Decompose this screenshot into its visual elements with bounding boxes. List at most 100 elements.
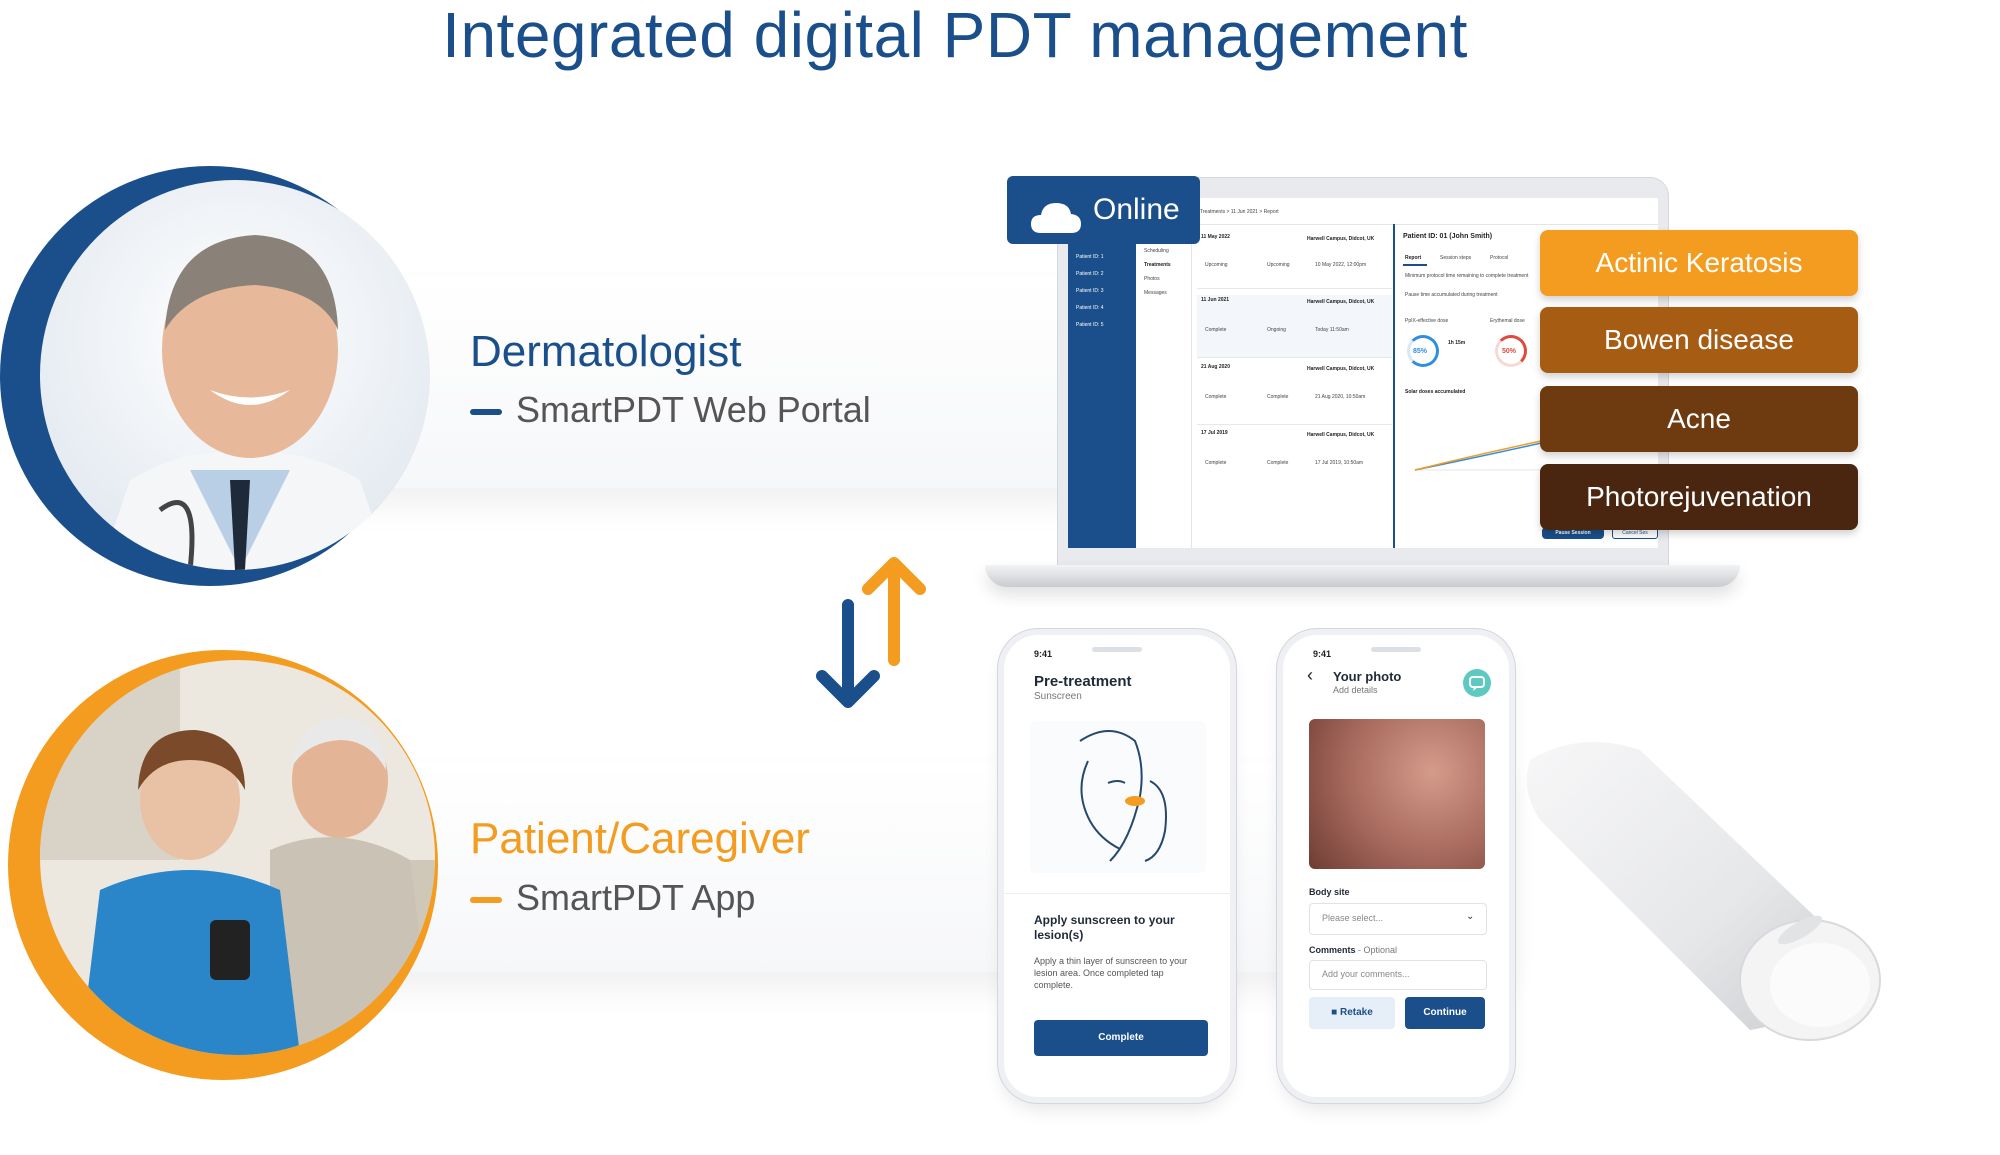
report-tab-underline	[1403, 264, 1427, 266]
report-tab-protocol[interactable]: Protocol	[1490, 255, 1509, 261]
session-site: Harwell Campus, Didcot, UK	[1307, 366, 1375, 372]
session-site: Harwell Campus, Didcot, UK	[1307, 299, 1375, 305]
session-status: Complete	[1205, 327, 1227, 333]
portal-breadcrumb[interactable]: Treatments > 11 Jun 2021 > Report	[1200, 209, 1279, 215]
session-when: 21 Aug 2020, 10:50am	[1315, 394, 1366, 400]
solar-chart-title: Solar doses accumulated	[1405, 389, 1466, 395]
session-status: Complete	[1205, 394, 1227, 400]
ppix-value: 85%	[1413, 348, 1428, 355]
dermatologist-role: Dermatologist	[470, 327, 742, 376]
sync-arrows-icon	[808, 545, 933, 720]
chat-icon[interactable]	[1463, 669, 1491, 697]
erythemal-gauge	[1495, 335, 1527, 367]
session-date: 21 Aug 2020	[1201, 364, 1230, 370]
body-site-select[interactable]: Please select... ⌄	[1309, 903, 1487, 935]
complete-button[interactable]: Complete	[1034, 1020, 1208, 1056]
tag-bowen-disease: Bowen disease	[1540, 307, 1858, 373]
report-line-1: Minimum protocol time remaining to compl…	[1405, 273, 1529, 279]
portal-detail-divider	[1393, 224, 1395, 548]
phone-pre-treatment: 9:41 Pre-treatment Sunscreen Apply sunsc…	[1004, 635, 1230, 1097]
portal-topbar-divider	[1068, 224, 1658, 225]
session-status-2: Upcoming	[1267, 262, 1290, 268]
cloud-icon	[1029, 192, 1083, 233]
dermatologist-photo	[40, 180, 430, 570]
erythemal-value: 50%	[1502, 348, 1517, 355]
comments-placeholder: Add your comments...	[1322, 969, 1410, 979]
patient-role: Patient/Caregiver	[470, 814, 810, 863]
page-title: Integrated digital PDT management	[442, 0, 1468, 71]
chevron-down-icon: ⌄	[1466, 911, 1475, 922]
pre-treatment-title: Pre-treatment	[1034, 673, 1132, 690]
nav-treatments[interactable]: Treatments	[1144, 262, 1171, 268]
cream-tube-image	[1520, 720, 1900, 1050]
phone-notch	[1092, 647, 1142, 652]
camera-icon: ■	[1331, 1007, 1340, 1018]
sidebar-patient-4[interactable]: Patient ID: 4	[1076, 305, 1104, 311]
erythemal-label: Erythemal dose	[1490, 318, 1525, 324]
phone-divider	[1004, 893, 1230, 894]
body-site-label: Body site	[1309, 887, 1350, 897]
session-status: Upcoming	[1205, 262, 1228, 268]
session-item[interactable]: 17 Jul 2019 Harwell Campus, Didcot, UK C…	[1197, 428, 1392, 488]
face-illustration	[1030, 721, 1206, 873]
patient-product: SmartPDT App	[470, 878, 755, 918]
session-when: 17 Jul 2019, 10:50am	[1315, 460, 1364, 466]
session-date: 11 May 2022	[1201, 234, 1230, 240]
portal-nav-divider	[1191, 224, 1192, 548]
phone-your-photo: 9:41 ‹ Your photo Add details Body site …	[1283, 635, 1509, 1097]
retake-button[interactable]: ■ Retake	[1309, 997, 1395, 1029]
nav-messages[interactable]: Messages	[1144, 290, 1167, 296]
retake-label: Retake	[1340, 1007, 1373, 1018]
dermatologist-band	[330, 278, 1090, 488]
body-site-placeholder: Please select...	[1322, 913, 1384, 923]
your-photo-subtitle: Add details	[1333, 685, 1378, 695]
session-status-2: Complete	[1267, 460, 1289, 466]
session-site: Harwell Campus, Didcot, UK	[1307, 432, 1375, 438]
comments-label-text: Comments	[1309, 945, 1356, 955]
session-item[interactable]: 21 Aug 2020 Harwell Campus, Didcot, UK C…	[1197, 362, 1392, 425]
pre-treatment-body: Apply a thin layer of sunscreen to your …	[1034, 956, 1188, 990]
comments-label: Comments - Optional	[1309, 945, 1397, 955]
phone-time: 9:41	[1313, 649, 1332, 659]
session-item[interactable]: 11 May 2022 Harwell Campus, Didcot, UK U…	[1197, 232, 1392, 289]
online-label: Online	[1093, 193, 1180, 226]
nav-photos[interactable]: Photos	[1144, 276, 1160, 282]
pre-treatment-subtitle: Sunscreen	[1034, 691, 1082, 702]
session-status: Complete	[1205, 460, 1227, 466]
tag-acne: Acne	[1540, 386, 1858, 452]
nav-scheduling[interactable]: Scheduling	[1144, 248, 1169, 254]
patient-product-label: SmartPDT App	[516, 877, 756, 918]
sidebar-patient-2[interactable]: Patient ID: 2	[1076, 271, 1104, 277]
dash-icon	[470, 897, 502, 904]
patient-photo	[40, 660, 435, 1055]
your-photo-title: Your photo	[1333, 669, 1402, 684]
session-when: 10 May 2022, 12:00pm	[1315, 262, 1367, 268]
sidebar-patient-1[interactable]: Patient ID: 1	[1076, 254, 1104, 260]
session-date: 17 Jul 2019	[1201, 430, 1228, 436]
sidebar-patient-3[interactable]: Patient ID: 3	[1076, 288, 1104, 294]
report-tab-steps[interactable]: Session steps	[1440, 255, 1472, 261]
ppix-label: PpIX-effective dose	[1405, 318, 1449, 324]
report-patient: Patient ID: 01 (John Smith)	[1403, 233, 1493, 240]
comments-input[interactable]: Add your comments...	[1309, 960, 1487, 990]
report-line-2: Pause time accumulated during treatment	[1405, 292, 1498, 298]
ppix-gauge	[1407, 335, 1439, 367]
ppix-time: 1h 15m	[1448, 340, 1466, 346]
laptop-base	[985, 565, 1740, 587]
session-status-2: Ongoing	[1267, 327, 1286, 333]
sidebar-patient-5[interactable]: Patient ID: 5	[1076, 322, 1104, 328]
dermatologist-product: SmartPDT Web Portal	[470, 390, 871, 430]
session-item[interactable]: 11 Jun 2021 Harwell Campus, Didcot, UK C…	[1197, 295, 1392, 358]
pause-session-button[interactable]: Pause Session	[1542, 527, 1604, 539]
dash-icon	[470, 409, 502, 416]
continue-button[interactable]: Continue	[1405, 997, 1485, 1029]
back-chevron-icon[interactable]: ‹	[1307, 665, 1313, 685]
solar-chart	[1405, 400, 1556, 480]
tag-actinic-keratosis: Actinic Keratosis	[1540, 230, 1858, 296]
report-tab-report[interactable]: Report	[1405, 255, 1422, 261]
session-when: Today 11:50am	[1315, 327, 1349, 333]
online-badge: Online	[1007, 176, 1200, 244]
tag-photorejuvenation: Photorejuvenation	[1540, 464, 1858, 530]
session-date: 11 Jun 2021	[1201, 297, 1230, 303]
phone-time: 9:41	[1034, 649, 1053, 659]
